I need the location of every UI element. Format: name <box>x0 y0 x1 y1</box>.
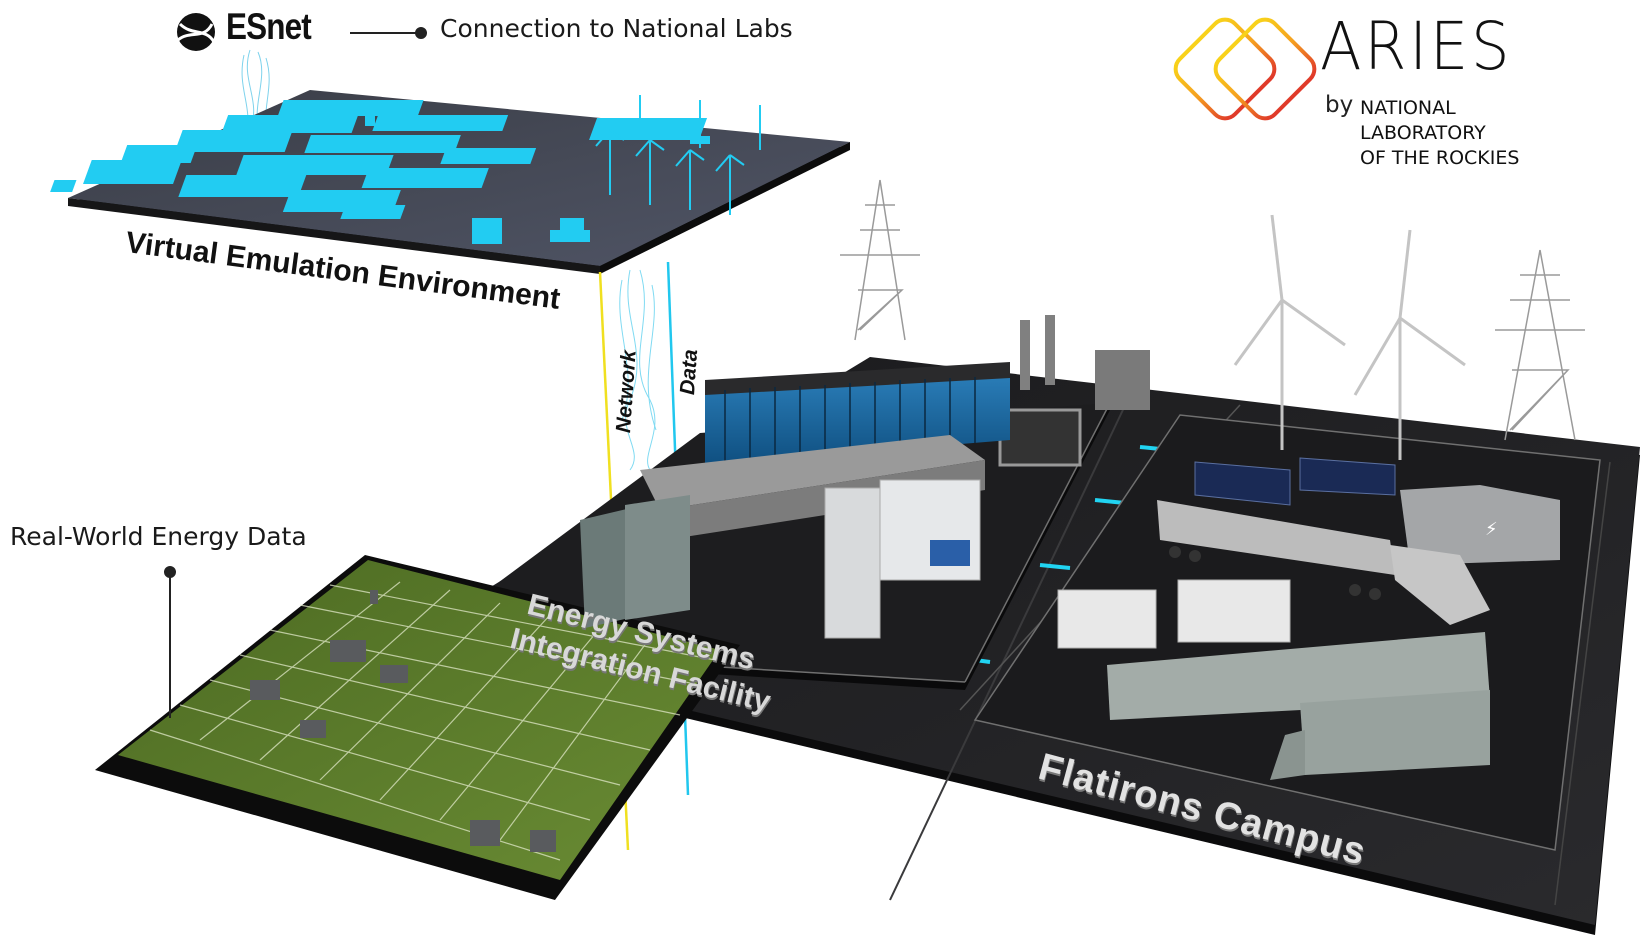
modular-buildings <box>1107 632 1490 780</box>
esnet-connection-label: Connection to National Labs <box>440 14 793 43</box>
label-connector-lines <box>164 27 427 718</box>
solar-panel-icon <box>1194 457 1396 506</box>
aries-org-line-3: OF THE ROCKIES <box>1360 147 1520 169</box>
esnet-globe-icon <box>177 13 216 51</box>
wind-turbine-icon <box>1233 214 1466 460</box>
data-fiber-strands <box>619 269 657 471</box>
aries-org-line-2: LABORATORY <box>1360 122 1486 144</box>
esnet-logo-text: ESnet <box>226 6 312 47</box>
virtual-emulation-platform <box>50 90 850 274</box>
tube-trailer-truck <box>1157 500 1490 625</box>
transmission-tower-icon <box>840 179 1585 441</box>
battery-container: ⚡ <box>1400 485 1560 565</box>
aries-logo-text: ARIES <box>1320 8 1513 85</box>
svg-text:⚡: ⚡ <box>1485 519 1498 540</box>
real-world-energy-label: Real-World Energy Data <box>10 522 307 551</box>
real-world-map-platform <box>95 555 740 900</box>
battery-modules <box>1057 579 1291 649</box>
ev-charger-cabinet <box>824 479 981 639</box>
aries-interlocked-squares-icon <box>1173 17 1317 121</box>
aries-byline-prefix: by <box>1325 92 1354 118</box>
aries-org-name: NATIONAL LABORATORY OF THE ROCKIES <box>1360 96 1519 171</box>
transformer-unit <box>580 495 690 628</box>
esnet-logo: ESnet <box>226 6 326 48</box>
data-link-label: Data <box>676 348 703 396</box>
aries-org-line-1: NATIONAL <box>1360 97 1456 119</box>
